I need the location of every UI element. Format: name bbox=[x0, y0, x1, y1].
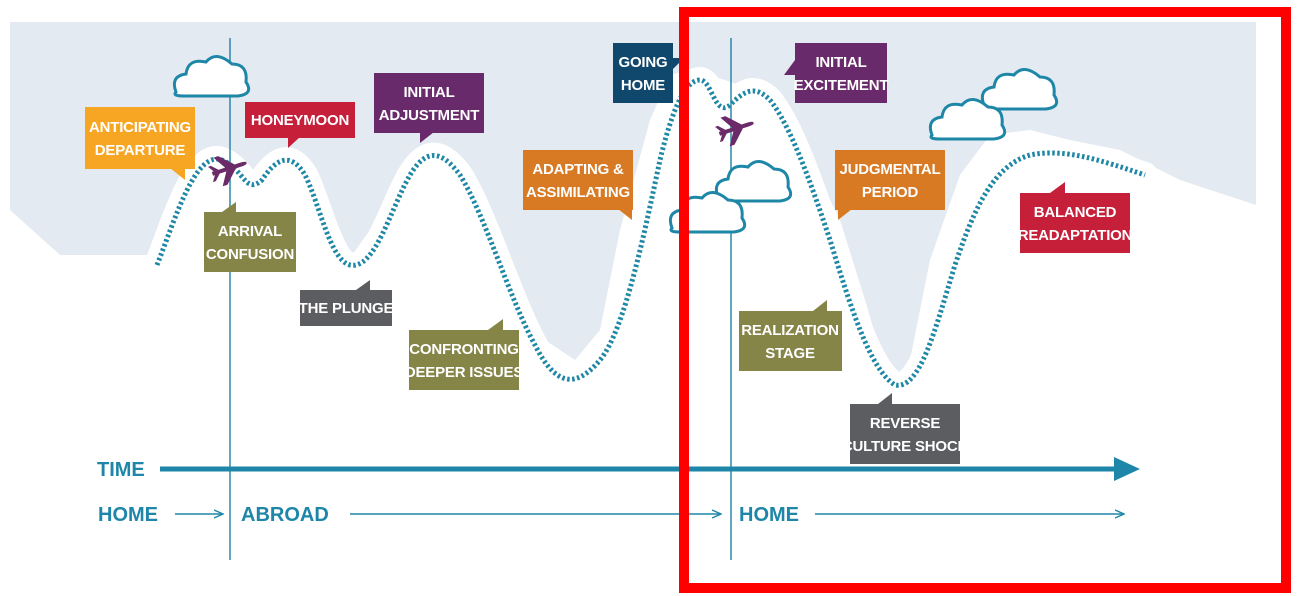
cloud-icon bbox=[172, 55, 251, 98]
label-line-1: THE PLUNGE bbox=[299, 300, 394, 317]
label-line-2: HOME bbox=[621, 77, 665, 94]
initial-excitement-label: INITIAL EXCITEMENT bbox=[784, 43, 889, 103]
label-line-2: CULTURE SHOCK bbox=[842, 438, 969, 455]
label-line-2: EXCITEMENT bbox=[794, 77, 889, 94]
label-line-1: CONFRONTING bbox=[409, 341, 518, 358]
airplane-icon bbox=[715, 116, 754, 147]
phase-home-return-label: HOME bbox=[739, 504, 799, 526]
arrival-confusion-label: ARRIVAL CONFUSION bbox=[204, 202, 296, 272]
label-line-2: CONFUSION bbox=[206, 246, 294, 263]
label-line-1: ARRIVAL bbox=[218, 223, 282, 240]
highlight-box bbox=[679, 7, 1291, 593]
label-line-1: ADAPTING & bbox=[532, 161, 624, 178]
phase-abroad-label: ABROAD bbox=[241, 504, 329, 526]
label-line-1: GOING bbox=[618, 54, 667, 71]
label-line-1: INITIAL bbox=[403, 84, 454, 101]
label-line-2: DEPARTURE bbox=[95, 142, 186, 159]
airplane-icon bbox=[208, 156, 247, 187]
the-plunge-label: THE PLUNGE bbox=[299, 280, 394, 326]
label-line-2: DEEPER ISSUES bbox=[405, 364, 523, 381]
label-line-1: BALANCED bbox=[1034, 204, 1117, 221]
going-home-label: GOING HOME bbox=[613, 43, 684, 103]
cloud-icon bbox=[928, 98, 1007, 141]
anticipating-departure-label: ANTICIPATING DEPARTURE bbox=[85, 107, 195, 180]
label-line-2: PERIOD bbox=[862, 184, 919, 201]
label-line-2: STAGE bbox=[765, 345, 815, 362]
label-line-2: ASSIMILATING bbox=[526, 184, 630, 201]
label-line-1: JUDGMENTAL bbox=[839, 161, 940, 178]
phase-home-label: HOME bbox=[98, 504, 158, 526]
cloud-icon bbox=[714, 160, 793, 203]
reverse-culture-shock-label: REVERSE CULTURE SHOCK bbox=[842, 393, 969, 464]
cloud-icon bbox=[980, 68, 1059, 111]
label-line-1: INITIAL bbox=[815, 54, 866, 71]
honeymoon-label: HONEYMOON bbox=[245, 102, 355, 148]
time-axis-arrowhead bbox=[1114, 457, 1140, 481]
label-line-2: READAPTATION bbox=[1018, 227, 1133, 244]
time-axis-label: TIME bbox=[97, 459, 145, 481]
label-line-1: REALIZATION bbox=[741, 322, 839, 339]
balanced-readaptation-label: BALANCED READAPTATION bbox=[1018, 182, 1133, 253]
label-line-2: ADJUSTMENT bbox=[379, 107, 480, 124]
adapting-assimilating-label: ADAPTING & ASSIMILATING bbox=[523, 150, 633, 220]
adjustment-curve bbox=[154, 77, 1146, 388]
label-line-1: HONEYMOON bbox=[251, 112, 349, 129]
label-line-1: ANTICIPATING bbox=[89, 119, 191, 136]
initial-adjustment-label: INITIAL ADJUSTMENT bbox=[374, 73, 484, 143]
realization-stage-label: REALIZATION STAGE bbox=[739, 300, 842, 371]
label-line-1: REVERSE bbox=[870, 415, 940, 432]
confronting-deeper-issues-label: CONFRONTING DEEPER ISSUES bbox=[405, 319, 524, 390]
judgmental-period-label: JUDGMENTAL PERIOD bbox=[835, 150, 945, 220]
